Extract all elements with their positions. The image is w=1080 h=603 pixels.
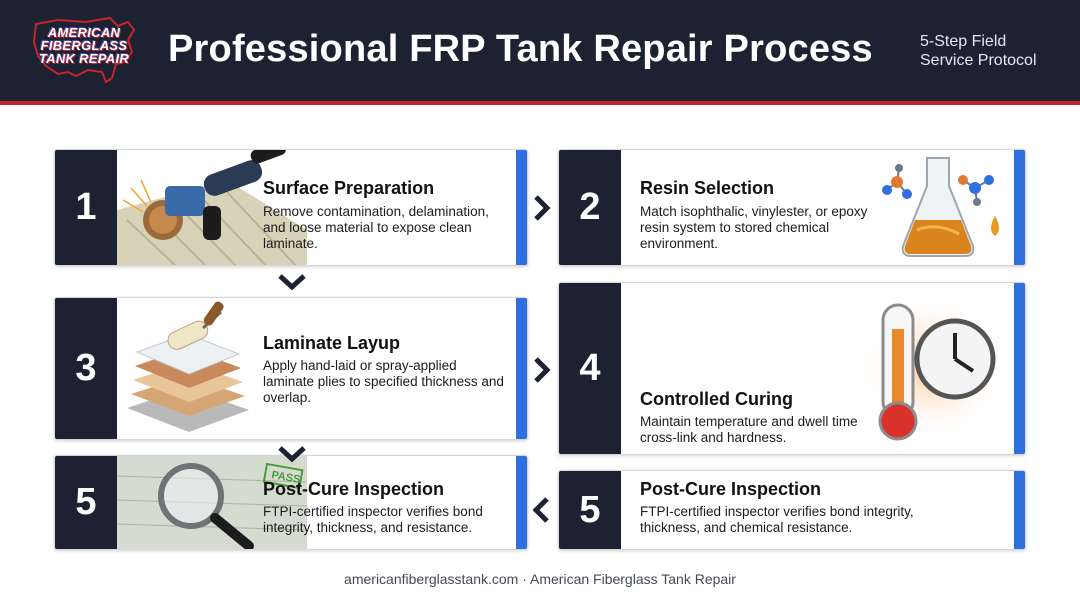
step-description: Match isophthalic, vinylester, or epoxy … <box>640 204 868 251</box>
chevron-right-icon <box>534 357 551 383</box>
step-number: 5 <box>559 471 621 549</box>
step-accent-bar <box>1014 150 1025 265</box>
step-number: 1 <box>55 150 117 265</box>
step-description: Apply hand-laid or spray-applied laminat… <box>263 358 504 405</box>
thermometer-clock-icon <box>861 283 1013 454</box>
usa-map-icon <box>32 16 136 84</box>
step-title: Controlled Curing <box>640 389 793 409</box>
chevron-down-icon <box>278 274 306 291</box>
step-number: 4 <box>559 283 621 454</box>
step-description: FTPI-certified inspector verifies bond i… <box>640 504 914 535</box>
step-title: Resin Selection <box>640 178 775 198</box>
chevron-left-icon <box>532 497 549 523</box>
step-title: Laminate Layup <box>263 333 401 353</box>
step-accent-bar <box>516 150 527 265</box>
step-accent-bar <box>516 298 527 439</box>
step-accent-bar <box>516 456 527 549</box>
step-number: 5 <box>55 456 117 549</box>
header-divider <box>0 101 1080 105</box>
paint-roller-icon <box>117 298 263 439</box>
company-logo[interactable]: AMERICAN FIBERGLASS TANK REPAIR <box>28 12 140 88</box>
header-bar <box>0 0 1080 101</box>
step-card-resin-selection[interactable]: 2 Resin Selection Match isophthalic, vin… <box>558 149 1026 266</box>
chevron-down-icon <box>278 446 306 463</box>
pass-stamp: PASS <box>270 469 301 486</box>
step-card-controlled-curing[interactable]: 4 Controlled Curing Maintain temperature… <box>558 282 1026 455</box>
step-number: 2 <box>559 150 621 265</box>
footer-credit: americanfiberglasstank.com · American Fi… <box>344 571 736 587</box>
step-number: 3 <box>55 298 117 439</box>
step-description: Maintain temperature and dwell time cros… <box>640 414 858 445</box>
step-card-laminate-layup[interactable]: 3 Laminate Layup Apply hand-laid or spra… <box>54 297 528 440</box>
step-description: Remove contamination, delamination, and … <box>263 204 489 251</box>
step-accent-bar <box>1014 471 1025 549</box>
page-title: Professional FRP Tank Repair Process <box>168 28 873 70</box>
step-card-post-cure-inspection[interactable]: 5 PASS Post-Cure Inspection FTPI-certifi… <box>54 455 528 550</box>
angle-grinder-icon <box>117 150 307 265</box>
step-card-surface-preparation[interactable]: 1 Surface Preparation Remove contaminati… <box>54 149 528 266</box>
resin-flask-icon <box>877 150 1013 265</box>
step-title: Post-Cure Inspection <box>640 479 822 499</box>
chevron-right-icon <box>534 195 551 221</box>
step-description: FTPI-certified inspector verifies bond i… <box>263 504 483 535</box>
step-accent-bar <box>1014 283 1025 454</box>
logo-wordmark: AMERICAN FIBERGLASS TANK REPAIR <box>38 25 130 66</box>
page-subtitle: 5-Step Field Service Protocol <box>920 33 1037 69</box>
magnifier-icon: PASS <box>116 456 308 549</box>
step-title: Surface Preparation <box>263 178 435 198</box>
step-title: Post-Cure Inspection <box>263 479 445 499</box>
step-card-post-cure-inspection-alt[interactable]: 5 Post-Cure Inspection FTPI-certified in… <box>558 470 1026 550</box>
